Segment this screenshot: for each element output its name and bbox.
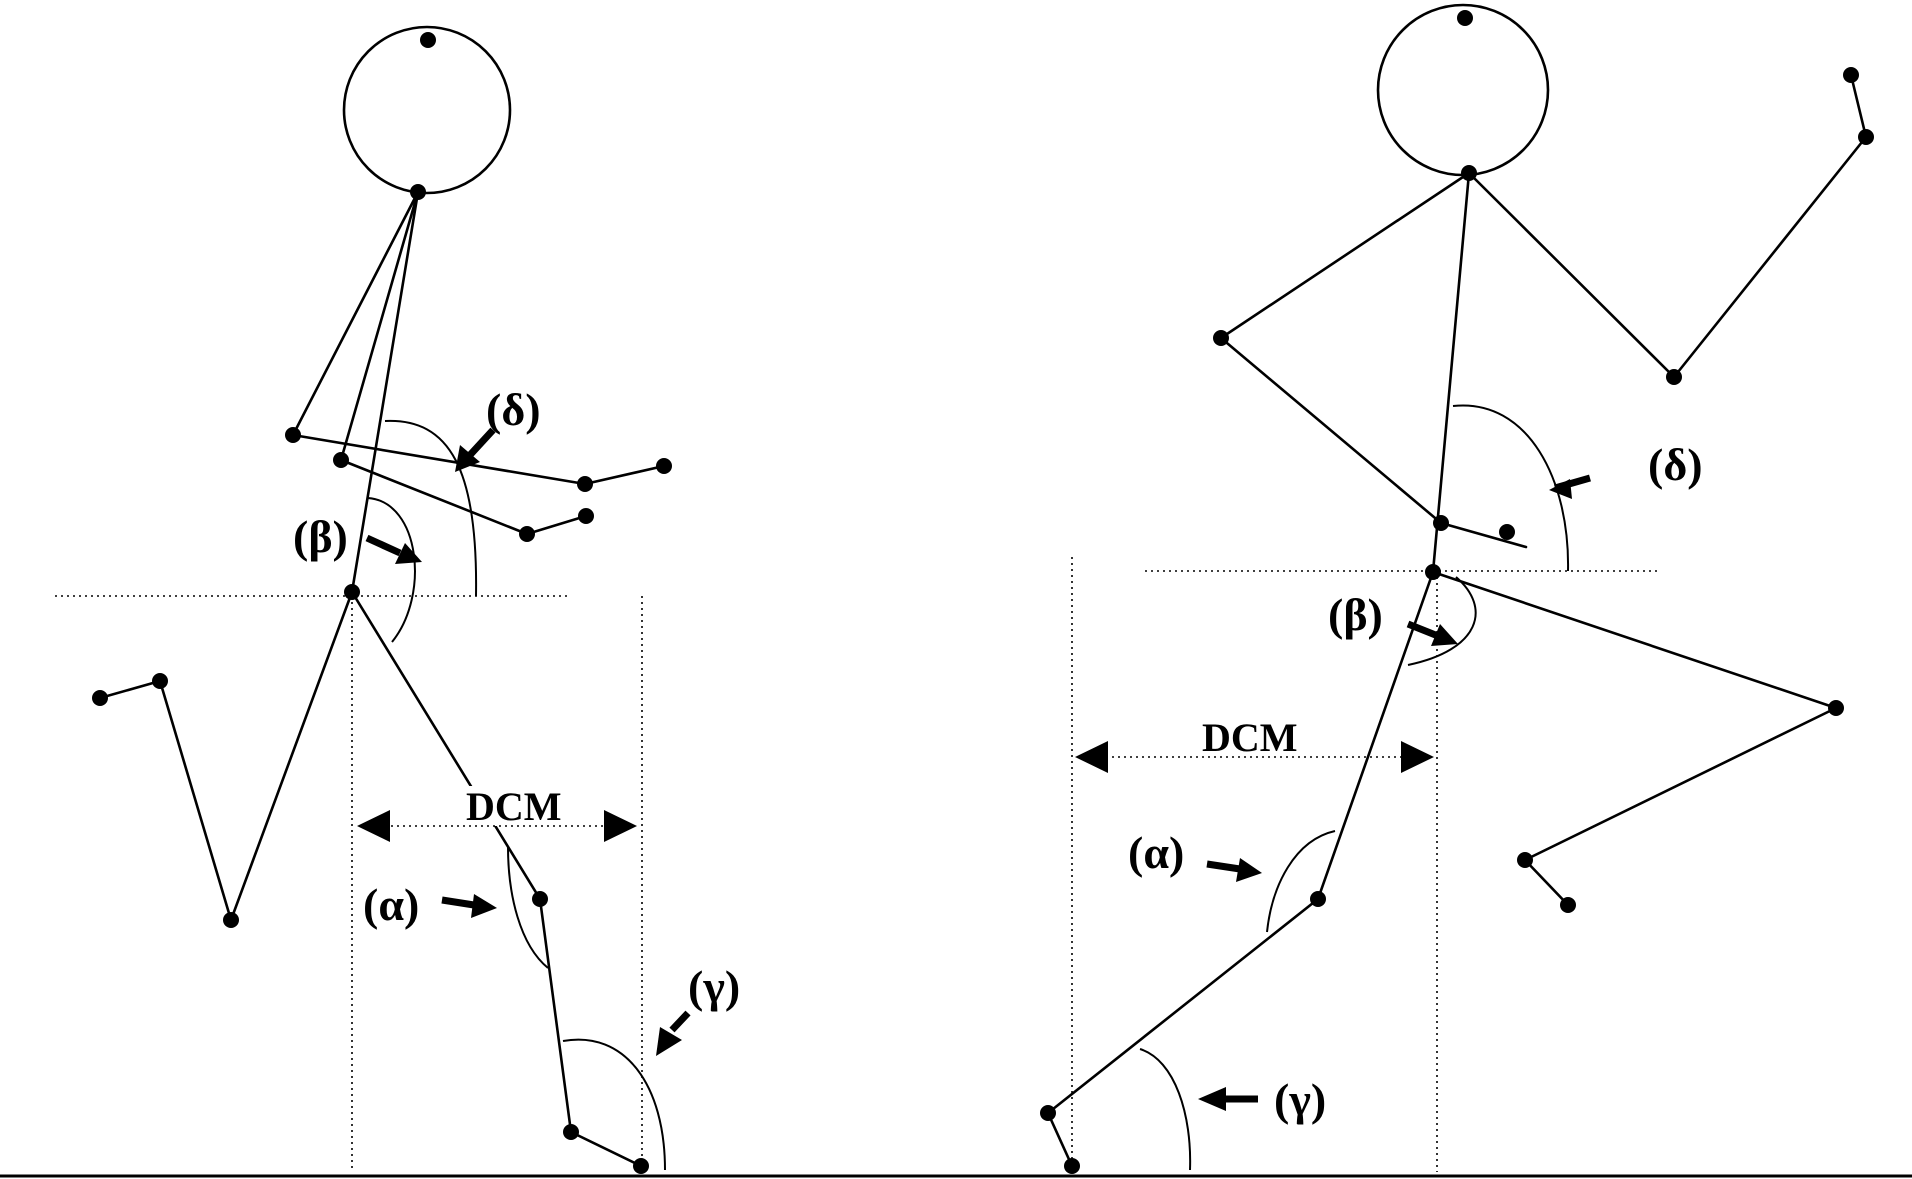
left-gamma-angle-arc [562,1038,666,1171]
right-stance-ankle-marker [1040,1105,1056,1121]
left-neck-to-shoulder-b [339,190,420,462]
left-forearm-a [583,464,666,486]
left-upper-arm-a [291,433,587,486]
right-stance-shank [1046,897,1320,1115]
left-dcm-label: DCM [466,784,562,829]
left-stance-toe-marker [633,1158,649,1174]
right-alpha-label: (α) [1128,827,1184,878]
left-stance-ankle-marker [563,1124,579,1140]
right-swing-ankle-marker [1517,852,1533,868]
left-shoulder-a-marker [285,427,301,443]
right-front-forearm [1672,135,1868,379]
left-swing-toe-marker [92,690,108,706]
left-swing-thigh [229,590,354,922]
right-alpha-arrowhead [1236,858,1262,882]
right-gamma-angle-arc [1139,1048,1192,1171]
left-head [342,25,512,195]
left-wrist-b-marker [578,508,594,524]
left-gamma-label: (γ) [688,961,740,1012]
right-beta-angle-arc [1407,576,1477,666]
left-delta-arrowhead [455,445,480,472]
right-rear-wrist-marker [1433,515,1449,531]
left-forearm-b [525,514,588,536]
left-stance-thigh [350,590,542,901]
left-swing-knee-marker [223,912,239,928]
right-front-finger-marker [1843,67,1859,83]
left-shoulder-b-marker [333,452,349,468]
right-delta-arrowhead [1549,479,1572,499]
left-stance-foot [569,1130,643,1168]
left-dcm-arrowhead-left [357,810,390,842]
right-alpha-arrow [1206,860,1241,873]
left-wrist-a-marker [656,458,672,474]
right-dcm-label: DCM [1202,715,1298,760]
left-alpha-label: (α) [363,879,419,930]
left-elbow-a-marker [577,476,593,492]
right-swing-thigh [1431,570,1838,710]
right-front-upper-arm [1467,171,1676,379]
right-beta-label: (β) [1328,589,1383,640]
left-dcm-arrowhead-right [604,810,637,842]
left-alpha-angle-arc [507,846,549,969]
left-beta-angle-arc [367,497,416,643]
left-alpha-arrowhead [471,894,497,918]
left-trunk [350,190,420,594]
right-stance-knee-marker [1310,891,1326,907]
right-dcm-arrowhead-right [1401,741,1434,773]
left-dcm-text-backdrop [464,786,576,826]
right-swing-foot [1523,858,1570,907]
right-beta-arrow [1406,620,1440,640]
left-figure: (δ) (β) DCM (α) (γ) [55,25,740,1174]
left-swing-foot [98,679,162,700]
left-gamma-arrow [669,1010,691,1033]
right-rear-finger-marker [1499,524,1515,540]
right-head [1376,3,1550,177]
right-rear-forearm [1219,336,1443,525]
right-rear-hand [1439,521,1528,549]
right-swing-shank [1523,706,1838,862]
right-front-elbow-marker [1666,369,1682,385]
left-swing-ankle-marker [152,673,168,689]
right-delta-label: (δ) [1648,439,1703,490]
right-delta-angle-arc [1452,404,1570,572]
right-swing-knee-marker [1828,700,1844,716]
right-figure: (δ) (β) DCM (α) (γ) [1040,3,1874,1174]
right-front-hand [1849,73,1868,139]
left-beta-label: (β) [293,511,348,562]
right-alpha-angle-arc [1266,830,1336,933]
right-stance-foot [1046,1111,1074,1168]
left-beta-arrowhead [395,543,422,564]
right-dcm-arrowhead-left [1075,741,1108,773]
right-stance-toe-marker [1064,1158,1080,1174]
right-swing-toe-marker [1560,897,1576,913]
left-swing-shank [158,679,233,922]
left-delta-label: (δ) [486,384,541,435]
left-gamma-arrowhead [656,1027,682,1056]
right-gamma-arrowhead [1198,1087,1226,1111]
left-hip-marker [344,584,360,600]
left-head-top-marker [420,32,436,48]
right-rear-upper-arm [1219,171,1471,340]
left-beta-arrow [365,534,402,557]
left-upper-arm-b [339,458,529,536]
left-delta-angle-arc [384,419,478,597]
right-hip-marker [1425,564,1441,580]
left-stance-shank [538,897,573,1134]
left-alpha-arrow [441,896,475,909]
left-neck-to-shoulder-a [291,190,420,437]
right-rear-elbow-marker [1213,330,1229,346]
right-trunk [1431,171,1471,574]
right-head-top-marker [1457,10,1473,26]
left-stance-knee-marker [532,891,548,907]
left-delta-arrow [467,427,496,458]
right-gamma-label: (γ) [1274,1074,1326,1125]
left-elbow-b-marker [519,526,535,542]
right-beta-arrowhead [1431,624,1458,646]
right-front-wrist-marker [1858,129,1874,145]
